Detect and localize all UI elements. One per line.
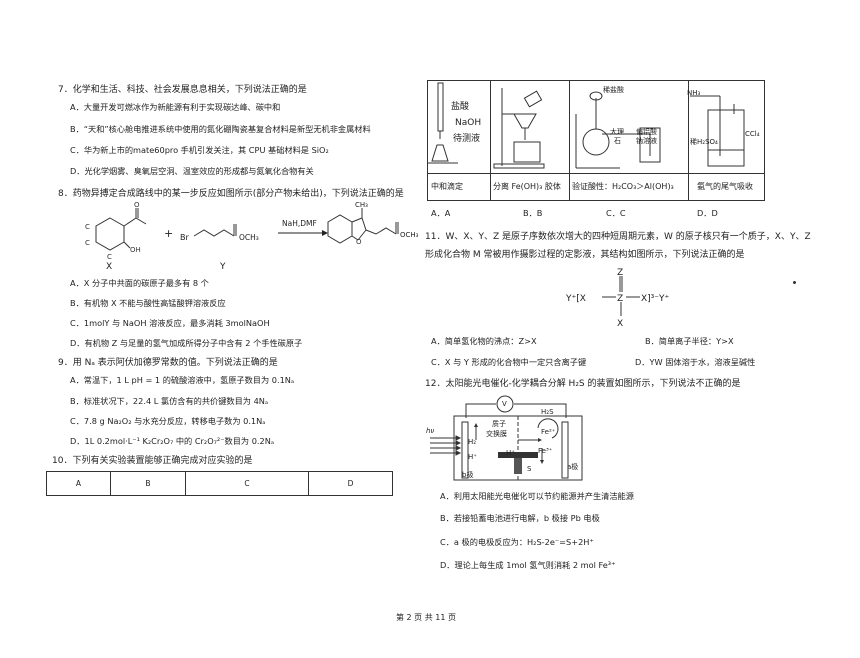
m-left-group: Y⁺[X xyxy=(566,294,586,304)
q11-stem-line-1: 11．W、X、Y、Z 是原子序数依次增大的四种短周期元素，W 的原子核只有一个质… xyxy=(425,232,811,242)
q8-stem: 8．药物异搏定合成路线中的某一步反应如图所示(部分产物未给出)，下列说法正确的是 xyxy=(58,189,404,199)
c-label-marble-2: 石 xyxy=(614,137,621,145)
q8-reaction-scheme: C C C OH O X + Br OCH₃ Y NaH,DMF xyxy=(85,201,328,272)
caption-d: 氨气的尾气吸收 xyxy=(697,182,753,191)
q12-option-c: C．a 极的电极反应为：H₂S-2e⁻=S+2H⁺ xyxy=(440,537,594,547)
q12-option-b: B．若接铅蓄电池进行电解，b 极接 Pb 电极 xyxy=(440,513,600,523)
d-label-h2so4: 稀H₂SO₄ xyxy=(690,138,718,146)
caption-a: 中和滴定 xyxy=(431,182,463,191)
compound-x-structure xyxy=(95,208,147,251)
svg-text:C: C xyxy=(85,239,90,247)
svg-text:O: O xyxy=(356,238,362,246)
a-label-hcl: 盐酸 xyxy=(451,102,470,112)
label-x: X xyxy=(106,262,112,272)
q11-option-b: B．简单离子半径：Y>X xyxy=(645,336,734,346)
label-y: Y xyxy=(219,262,226,272)
c-label-aluminate-1: 偏铝酸 xyxy=(636,128,657,136)
q9-option-b: B．标准状况下，22.4 L 氯仿含有的共价键数目为 4Nₐ xyxy=(70,396,269,406)
b-pole-label: b极 xyxy=(462,471,474,479)
svg-text:O: O xyxy=(134,201,140,209)
q10-option-d: D．D xyxy=(697,208,718,218)
q10-option-a: A．A xyxy=(431,208,451,218)
q9-option-c: C．7.8 g Na₂O₂ 与水充分反应，转移电子数为 0.1Nₐ xyxy=(70,416,266,426)
z-ester-label: OCH₃ xyxy=(400,231,419,239)
caption-c: 验证酸性：H₂CO₃＞Al(OH)₃ xyxy=(572,182,674,191)
stray-mark xyxy=(793,281,796,284)
bromine-label: Br xyxy=(180,233,189,242)
fe3-label: Fe³⁺ xyxy=(538,447,553,455)
svg-text:OH: OH xyxy=(130,246,141,254)
q8-option-a: A．X 分子中共面的碳原子最多有 8 个 xyxy=(70,278,209,288)
q8-option-c: C．1molY 与 NaOH 溶液反应，最多消耗 3molNaOH xyxy=(70,318,270,328)
q8-option-b: B．有机物 X 不能与酸性高锰酸钾溶液反应 xyxy=(70,298,226,308)
apparatus-c-acid-strength xyxy=(575,91,661,169)
a-pole-label: a极 xyxy=(567,463,579,471)
q11-option-d: D．YW 固体溶于水，溶液呈碱性 xyxy=(635,357,756,367)
d-label-ccl4: CCl₄ xyxy=(745,130,760,138)
h-plus-mid-label: H⁺ xyxy=(506,449,515,457)
fe2-label: Fe²⁺ xyxy=(541,428,556,436)
membrane-label-2: 交换膜 xyxy=(486,430,507,438)
m-center-atom: Z xyxy=(617,294,623,304)
q9-option-a: A．常温下，1 L pH = 1 的硫酸溶液中，氢原子数目为 0.1Nₐ xyxy=(70,375,295,385)
membrane-label-1: 质子 xyxy=(492,420,506,428)
y-ester-label: OCH₃ xyxy=(239,233,259,242)
q10-header-a: A xyxy=(46,471,111,496)
q10-header-c: C xyxy=(185,471,309,496)
z-methyl-label: CH₃ xyxy=(355,201,368,209)
q10-header-b: B xyxy=(110,471,186,496)
m-bottom-atom: X xyxy=(617,319,623,329)
svg-text:C: C xyxy=(85,223,90,231)
q11-option-a: A．简单氢化物的沸点：Z>X xyxy=(431,336,537,346)
q7-option-a: A．大量开发可燃冰作为新能源有利于实现碳达峰、碳中和 xyxy=(70,102,281,112)
q8-option-d: D．有机物 Z 与足量的氢气加成所得分子中含有 2 个手性碳原子 xyxy=(70,338,303,348)
caption-b: 分离 Fe(OH)₃ 胶体 xyxy=(493,182,561,191)
q11-option-c: C．X 与 Y 形成的化合物中一定只含离子键 xyxy=(431,357,587,367)
q12-stem: 12．太阳能光电催化-化学耦合分解 H₂S 的装置如图所示，下列说法不正确的是 xyxy=(425,379,741,389)
svg-text:C: C xyxy=(107,253,112,261)
c-label-aluminate-2: 钠溶液 xyxy=(636,137,657,145)
q9-stem: 9．用 Nₐ 表示阿伏加德罗常数的值。下列说法正确的是 xyxy=(58,358,278,368)
page-number-footer: 第 2 页 共 11 页 xyxy=(396,613,456,622)
h2-label: H₂ xyxy=(468,438,477,446)
a-label-sample: 待测液 xyxy=(453,134,481,144)
q9-option-d: D．1L 0.2mol·L⁻¹ K₂Cr₂O₇ 中的 Cr₂O₇²⁻数目为 0.… xyxy=(70,436,275,446)
a-label-naoh: NaOH xyxy=(455,118,482,128)
q12-option-d: D．理论上每生成 1mol 氢气则消耗 2 mol Fe³⁺ xyxy=(440,560,616,570)
q7-stem: 7．化学和生活、科技、社会发展息息相关，下列说法正确的是 xyxy=(58,85,307,95)
q10-stem: 10．下列有关实验装置能够正确完成对应实验的是 xyxy=(52,456,253,466)
reaction-conditions: NaH,DMF xyxy=(282,219,317,228)
h-plus-left-label: H⁺ xyxy=(468,453,477,461)
d-label-nh3: NH₃ xyxy=(687,89,701,97)
q7-option-c: C．华为新上市的mate60pro 手机引发关注，其 CPU 基础材料是 SiO… xyxy=(70,145,329,155)
s-label: S xyxy=(527,465,532,473)
apparatus-table-frame xyxy=(427,80,765,201)
apparatus-d-absorption xyxy=(690,95,745,167)
q10-option-b: B．B xyxy=(523,208,543,218)
q12-electrolysis-diagram xyxy=(430,395,583,481)
q10-answer-table: A B C D xyxy=(46,471,393,496)
q7-option-b: B．“天和”核心舱电推进系统中使用的氮化硼陶瓷基复合材料是新型无机非金属材料 xyxy=(70,124,371,134)
compound-m-structure: Z Z X Y⁺[X X]³⁻Y⁺ xyxy=(566,268,670,329)
compound-z-structure: O CH₃ OCH₃ Z xyxy=(320,201,419,272)
h2s-label: H₂S xyxy=(541,408,554,416)
q12-option-a: A．利用太阳能光电催化可以节约能源并产生清洁能源 xyxy=(440,491,634,501)
m-right-group: X]³⁻Y⁺ xyxy=(641,294,670,304)
q7-option-d: D．光化学烟雾、臭氧层空洞、温室效应的形成都与氮氧化合物有关 xyxy=(70,166,314,176)
apparatus-a-titration xyxy=(428,82,458,164)
q10-option-c: C．C xyxy=(606,208,626,218)
light-label: hν xyxy=(426,427,435,435)
m-top-atom: Z xyxy=(617,268,623,278)
compound-y-chain xyxy=(193,229,235,237)
q11-stem-line-2: 形成化合物 M 常被用作摄影过程的定影液，其结构如图所示，下列说法正确的是 xyxy=(425,250,745,260)
c-label-hcl: 稀盐酸 xyxy=(603,86,624,94)
q10-header-d: D xyxy=(308,471,393,496)
apparatus-b-filtration xyxy=(493,88,545,169)
plus-sign: + xyxy=(164,227,173,240)
voltmeter-label: V xyxy=(502,400,507,408)
c-label-marble-1: 大理 xyxy=(610,128,624,136)
